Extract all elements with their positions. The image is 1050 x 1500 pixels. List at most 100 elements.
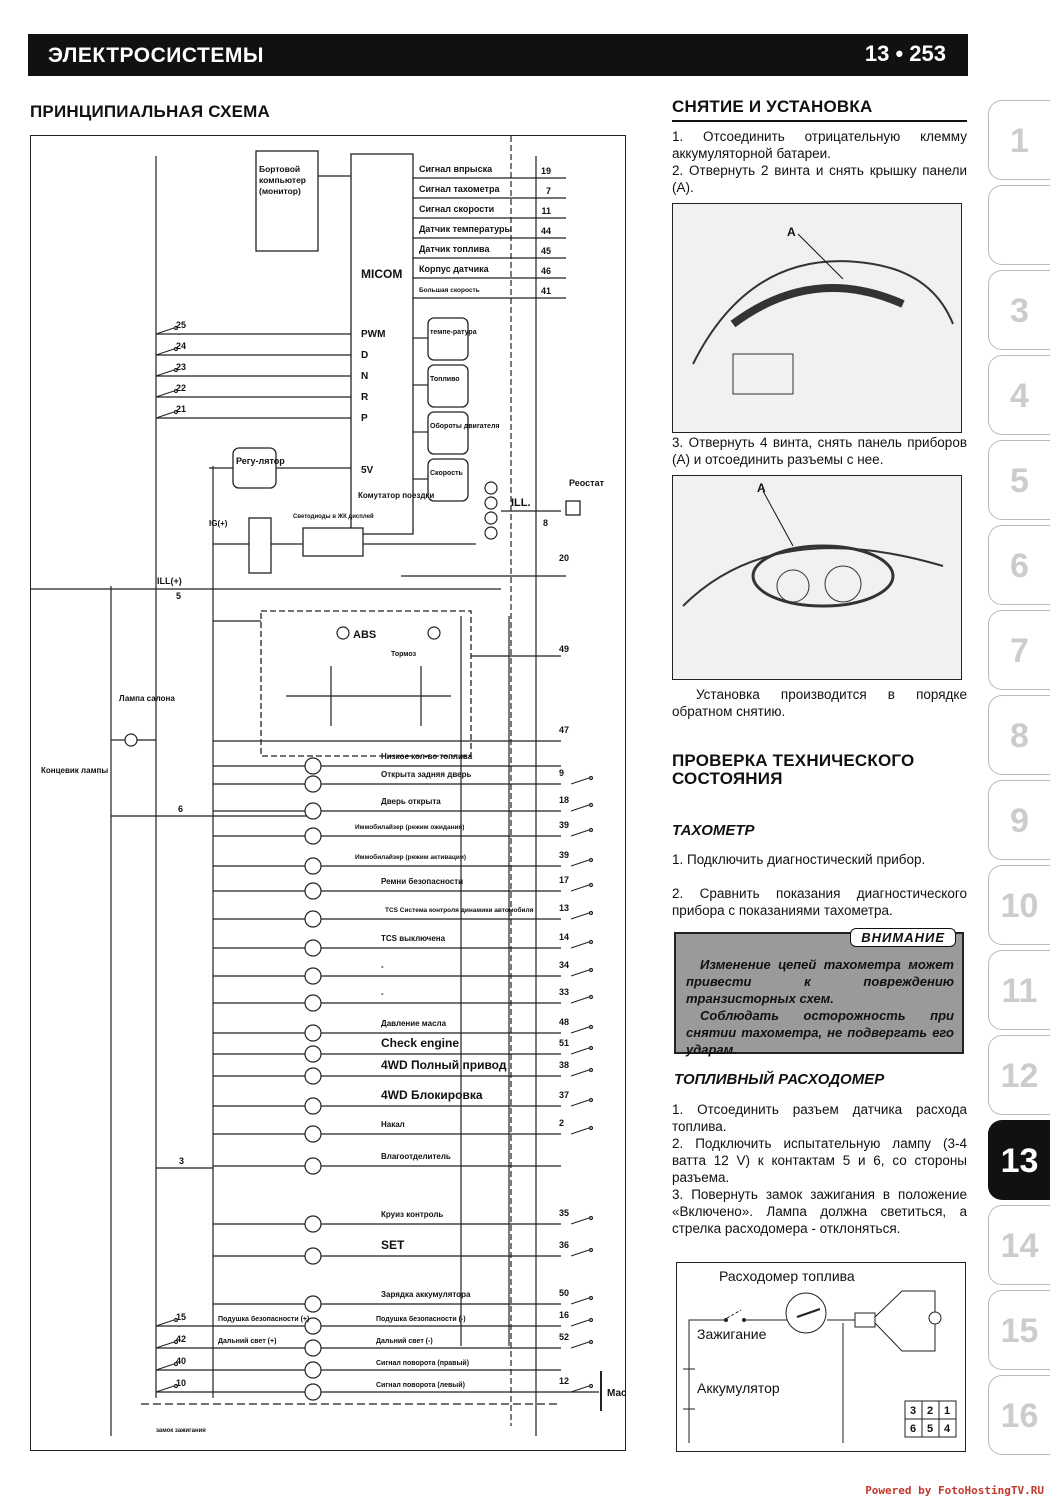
wire xyxy=(570,1217,590,1225)
lamp-pin: 34 xyxy=(559,960,569,970)
lamp-pin: 13 xyxy=(559,903,569,913)
install-note: Установка производится в порядке обратно… xyxy=(672,687,967,719)
wire xyxy=(155,1363,175,1371)
chapter-tab-7[interactable]: 7 xyxy=(988,610,1050,690)
lamp-label: - xyxy=(381,962,384,971)
wire xyxy=(155,390,175,398)
chapter-tab-3[interactable]: 3 xyxy=(988,270,1050,350)
wire xyxy=(570,1385,590,1393)
gear-pin: 23 xyxy=(176,362,186,372)
gear-label: P xyxy=(361,413,368,424)
ill-plus-label: ILL(+) xyxy=(157,576,182,586)
switch-contact-icon xyxy=(173,367,179,373)
chapter-tab-13[interactable]: 13 xyxy=(988,1120,1050,1200)
chapter-tab-16[interactable]: 16 xyxy=(988,1375,1050,1455)
removal-heading: СНЯТИЕ И УСТАНОВКА xyxy=(672,97,873,116)
board-computer-label: Бортовой компьютер (монитор) xyxy=(259,164,306,196)
indicator-lamp-icon xyxy=(304,1097,322,1115)
switch-contact-icon xyxy=(173,1339,179,1345)
lamp-pin: 37 xyxy=(559,1090,569,1100)
gauge-label: Скорость xyxy=(430,470,464,477)
chapter-tab-11[interactable]: 11 xyxy=(988,950,1050,1030)
signal-pin: 41 xyxy=(541,286,551,296)
switch-contact-icon xyxy=(588,1295,594,1301)
chapter-tab-6[interactable]: 6 xyxy=(988,525,1050,605)
fig-title: Расходомер топлива xyxy=(719,1268,855,1284)
chapter-tab-12[interactable]: 12 xyxy=(988,1035,1050,1115)
wire xyxy=(570,969,590,977)
warning-text-1: Изменение цепей тахометра может привести… xyxy=(686,957,954,1006)
signal-pin: 46 xyxy=(541,266,551,276)
cabin-lamp-icon xyxy=(124,733,138,747)
pin-6-label: 6 xyxy=(178,804,183,814)
wire xyxy=(155,369,175,377)
brake-lamp-icon xyxy=(427,626,441,640)
indicator-lamp-icon xyxy=(304,910,322,928)
chapter-tab-9[interactable]: 9 xyxy=(988,780,1050,860)
pin-20-label: 20 xyxy=(559,553,569,563)
indicator-lamp-icon xyxy=(304,967,322,985)
bottom-pin: 52 xyxy=(559,1332,569,1342)
tach-heading: ТАХОМЕТР xyxy=(672,822,755,839)
lamp-pin: 9 xyxy=(559,768,564,778)
right-label: Подушка безопасности (-) xyxy=(376,1315,466,1323)
indicator-lamp-icon xyxy=(304,1317,322,1335)
gauge-box xyxy=(427,317,469,361)
switch-contact-icon xyxy=(173,1383,179,1389)
chapter-tab-5[interactable]: 5 xyxy=(988,440,1050,520)
gauge-label: Обороты двигателя xyxy=(430,422,499,430)
lamp-pin: 2 xyxy=(559,1118,564,1128)
wire xyxy=(155,348,175,356)
rheostat-icon xyxy=(565,500,581,516)
left-label: Подушка безопасности (+) xyxy=(218,1315,309,1323)
indicator-lamp-icon xyxy=(304,1157,322,1175)
indicator-lamp-icon xyxy=(304,994,322,1012)
lamp-label: 4WD Блокировка xyxy=(381,1088,483,1102)
chapter-tab-2[interactable] xyxy=(988,185,1050,265)
warning-box: ВНИМАНИЕ Изменение цепей тахометра может… xyxy=(674,928,964,1057)
left-pin: 15 xyxy=(176,1312,186,1322)
chapter-tab-15[interactable]: 15 xyxy=(988,1290,1050,1370)
lamp-pin: 36 xyxy=(559,1240,569,1250)
connector-pin: 1 xyxy=(944,1405,950,1417)
indicator-lamp-icon xyxy=(304,775,322,793)
photo-instrument-panel: A xyxy=(672,475,962,680)
photo-label-a: A xyxy=(757,481,766,495)
lamp-pin: 39 xyxy=(559,850,569,860)
cabin-lamp-label: Лампа салона xyxy=(119,694,175,703)
indicator-lamp-icon xyxy=(304,1125,322,1143)
wire xyxy=(570,996,590,1004)
abs-brake-block xyxy=(260,610,472,757)
ig-label: IG(+) xyxy=(209,519,228,528)
chapter-tab-1[interactable]: 1 xyxy=(988,100,1050,180)
gauge-box xyxy=(427,364,469,408)
relay-box xyxy=(248,517,272,574)
door-switch-label: Концевик лампы xyxy=(41,766,108,775)
tach-step-1: 1. Подключить диагностический прибор. xyxy=(672,852,926,867)
lamp-label: Ремни безопасности xyxy=(381,877,463,886)
signal-label: Датчик топлива xyxy=(419,244,490,254)
micom-box xyxy=(350,153,414,535)
wire xyxy=(570,941,590,949)
5v-label: 5V xyxy=(361,465,374,476)
lamp-label: Иммобилайзер (режим активации) xyxy=(355,853,466,861)
switch-contact-icon xyxy=(173,1317,179,1323)
fig-ignition: Зажигание xyxy=(697,1326,767,1342)
signal-label: Сигнал скорости xyxy=(419,204,494,214)
lamp-label: Иммобилайзер (режим ожидания) xyxy=(355,823,464,831)
gear-label: PWM xyxy=(361,329,385,340)
chapter-tab-10[interactable]: 10 xyxy=(988,865,1050,945)
lamp-label: Открыта задняя дверь xyxy=(381,770,471,779)
switch-contact-icon xyxy=(588,910,594,916)
ill-label: ILL. xyxy=(511,497,531,509)
indicator-lamp-icon xyxy=(304,1024,322,1042)
check-heading: ПРОВЕРКА ТЕХНИЧЕСКОГО СОСТОЯНИЯ xyxy=(672,751,915,788)
chapter-tab-4[interactable]: 4 xyxy=(988,355,1050,435)
chapter-tab-14[interactable]: 14 xyxy=(988,1205,1050,1285)
pin-47-label: 47 xyxy=(559,725,569,735)
chapter-tab-8[interactable]: 8 xyxy=(988,695,1050,775)
indicator-lamp-icon xyxy=(304,1383,322,1401)
lamp-pin: 50 xyxy=(559,1288,569,1298)
